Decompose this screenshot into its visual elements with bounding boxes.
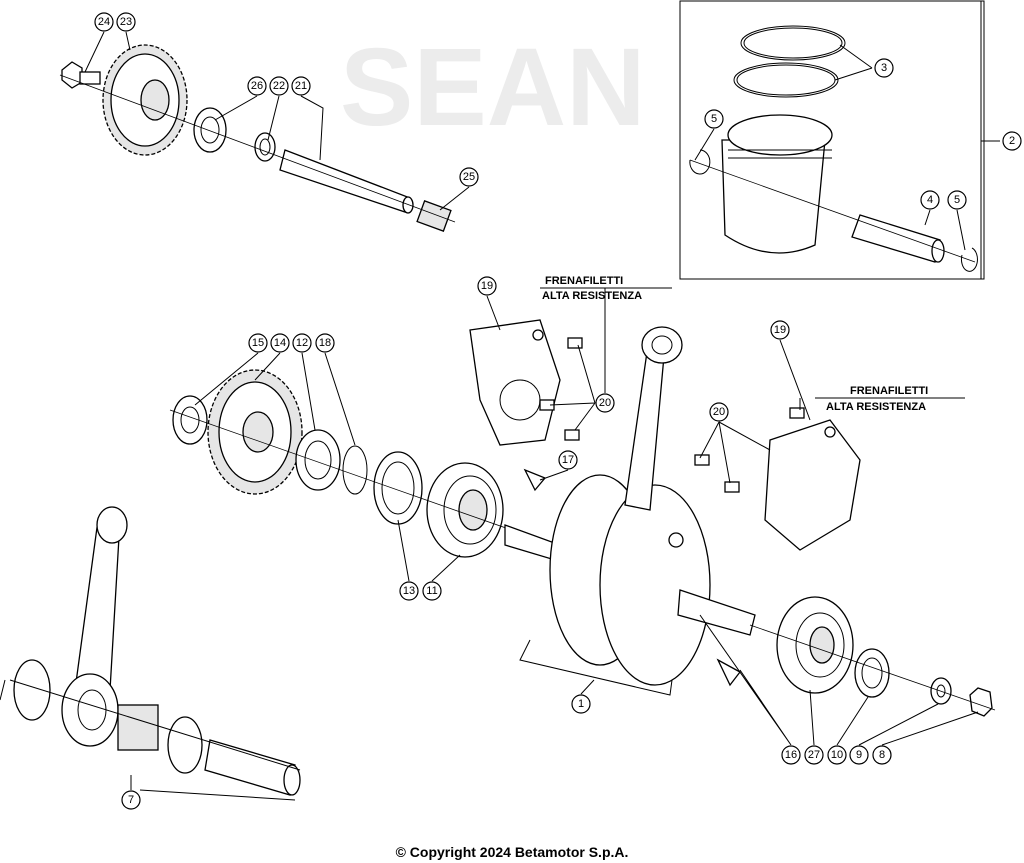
callout-4: 4 <box>920 190 940 210</box>
copyright-text: © Copyright 2024 Betamotor S.p.A. <box>395 844 629 860</box>
svg-text:7: 7 <box>128 794 134 806</box>
piston-group-box <box>679 0 985 280</box>
callout-19: 19 <box>477 276 497 296</box>
leader-lines <box>0 1 1000 801</box>
callout-21: 21 <box>291 76 311 96</box>
key-17 <box>523 468 547 492</box>
svg-text:25: 25 <box>463 171 475 183</box>
callout-11: 11 <box>422 581 442 601</box>
callout-27: 27 <box>804 745 824 765</box>
callout-1: 1 <box>571 694 591 714</box>
callout-9: 9 <box>849 745 869 765</box>
svg-text:2: 2 <box>1009 135 1015 147</box>
svg-text:21: 21 <box>295 80 307 92</box>
callout-10: 10 <box>827 745 847 765</box>
callout-19: 19 <box>770 320 790 340</box>
threadlocker-note-line1: FRENAFILETTI <box>850 385 928 397</box>
spacer-12 <box>295 429 341 491</box>
piston <box>721 114 833 254</box>
conrod-kit-7 <box>13 506 301 796</box>
svg-text:23: 23 <box>120 16 132 28</box>
bracket-19-right <box>764 419 861 551</box>
callout-15: 15 <box>248 333 268 353</box>
svg-text:14: 14 <box>274 337 286 349</box>
callout-2: 2 <box>1002 131 1022 151</box>
callout-25: 25 <box>459 167 479 187</box>
svg-text:13: 13 <box>403 585 415 597</box>
svg-text:26: 26 <box>251 80 263 92</box>
seal-15 <box>172 395 208 445</box>
svg-text:1: 1 <box>578 698 584 710</box>
spacer-10 <box>854 648 890 698</box>
circlip <box>960 247 978 272</box>
callout-7: 7 <box>121 790 141 810</box>
svg-text:3: 3 <box>881 62 887 74</box>
svg-text:4: 4 <box>927 194 933 206</box>
conrod <box>624 326 683 511</box>
washer-22 <box>254 132 276 162</box>
callout-22: 22 <box>269 76 289 96</box>
svg-text:10: 10 <box>831 749 843 761</box>
callout-20: 20 <box>709 402 729 422</box>
gear-23 <box>102 44 188 156</box>
callout-12: 12 <box>292 333 312 353</box>
callout-16: 16 <box>781 745 801 765</box>
svg-text:9: 9 <box>856 749 862 761</box>
crankshaft-1 <box>504 474 756 686</box>
gear-14 <box>207 369 303 495</box>
o-ring-18 <box>342 445 368 495</box>
svg-text:27: 27 <box>808 749 820 761</box>
threadlocker-note-line1: FRENAFILETTI <box>545 275 623 287</box>
bolt <box>61 61 101 89</box>
svg-text:19: 19 <box>774 324 786 336</box>
bearing-11 <box>426 462 504 558</box>
callout-18: 18 <box>315 333 335 353</box>
callout-23: 23 <box>116 12 136 32</box>
callout-13: 13 <box>399 581 419 601</box>
callout-26: 26 <box>247 76 267 96</box>
circlip <box>689 149 711 175</box>
callout-24: 24 <box>94 12 114 32</box>
svg-text:18: 18 <box>319 337 331 349</box>
watermark: SEAN <box>340 26 646 149</box>
svg-text:12: 12 <box>296 337 308 349</box>
svg-text:17: 17 <box>562 454 574 466</box>
svg-text:20: 20 <box>599 397 611 409</box>
callout-20: 20 <box>595 393 615 413</box>
piston-pin <box>851 214 945 263</box>
svg-text:16: 16 <box>785 749 797 761</box>
svg-text:20: 20 <box>713 406 725 418</box>
callout-5: 5 <box>947 190 967 210</box>
threadlocker-note-line2: ALTA RESISTENZA <box>542 290 642 302</box>
svg-text:15: 15 <box>252 337 264 349</box>
callout-14: 14 <box>270 333 290 353</box>
bearing-27 <box>776 596 854 694</box>
screws-20 <box>539 337 805 493</box>
callout-8: 8 <box>872 745 892 765</box>
seal-13 <box>373 451 423 525</box>
callout-5: 5 <box>704 109 724 129</box>
nut-8 <box>969 687 993 717</box>
bushing-26 <box>193 107 227 153</box>
svg-text:5: 5 <box>954 194 960 206</box>
svg-text:19: 19 <box>481 280 493 292</box>
callouts: 24 23 26 22 21 25 3 2 5 4 5 19 20 17 15 … <box>94 12 1022 810</box>
callout-3: 3 <box>874 58 894 78</box>
svg-text:24: 24 <box>98 16 110 28</box>
svg-text:8: 8 <box>879 749 885 761</box>
threadlocker-note-line2: ALTA RESISTENZA <box>826 401 926 413</box>
piston-rings <box>733 25 846 98</box>
svg-text:5: 5 <box>711 113 717 125</box>
svg-text:22: 22 <box>273 80 285 92</box>
bracket-19-left <box>469 319 561 446</box>
svg-text:11: 11 <box>426 585 437 597</box>
callout-17: 17 <box>558 450 578 470</box>
key-16 <box>716 658 741 687</box>
